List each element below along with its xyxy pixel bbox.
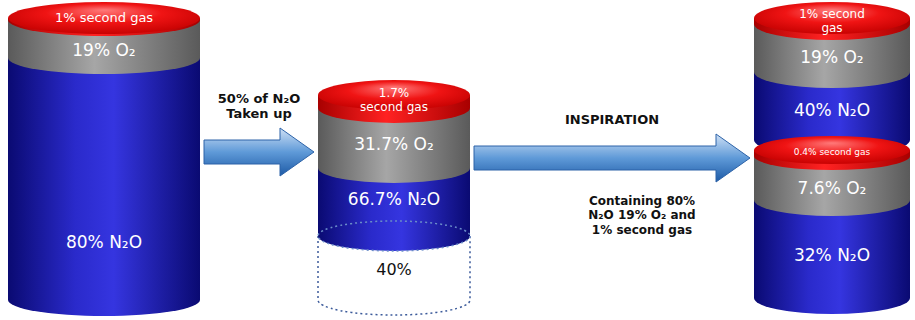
band-label: 66.7% N₂O (321, 190, 467, 210)
band-label: 0.4% second gas (757, 147, 907, 157)
gas-band: 0.4% second gas (754, 138, 910, 170)
block-arrow (474, 134, 750, 182)
band-text-group: 40% (321, 251, 467, 279)
band-text-group: 32% N₂O (757, 216, 907, 266)
gas-band: 40% (318, 251, 470, 315)
band-label: 40% (321, 261, 467, 279)
gas-band: 32% N₂O (754, 216, 910, 314)
gas-band: 66.7% N₂O (318, 183, 470, 251)
band-shape (8, 58, 200, 316)
block-arrow (204, 128, 314, 176)
gas-band: 31.7% O₂ (318, 123, 470, 183)
cylinder-band (754, 136, 910, 170)
band-text-group: 31.7% O₂ (321, 123, 467, 155)
band-label: 7.6% O₂ (757, 179, 907, 199)
cylinder-band (754, 2, 910, 40)
band-text-group: 0.4% second gas (757, 138, 907, 157)
band-shape (754, 200, 910, 314)
note-text: Containing 80% N₂O 19% O₂ and 1% second … (586, 194, 698, 237)
band-text-group: 80% N₂O (14, 74, 194, 253)
gas-band: 19% O₂ (8, 36, 200, 74)
band-text-group: 1% second gas (792, 2, 872, 36)
band-label: 80% N₂O (14, 233, 194, 253)
cylinder-band (754, 200, 910, 314)
band-text-group: 1.7% second gas (356, 80, 432, 115)
cylinder-band (318, 80, 470, 123)
gas-band: 80% N₂O (8, 74, 200, 316)
gas-band: 7.6% O₂ (754, 170, 910, 216)
band-text-group: 66.7% N₂O (321, 183, 467, 210)
cylinder-cap (754, 136, 910, 164)
gas-band: 19% O₂ (754, 40, 910, 88)
gas-band: 40% N₂O (754, 88, 910, 156)
arrow-label: INSPIRATION (560, 112, 664, 128)
band-label: 1% second gas (14, 11, 194, 26)
band-label: 19% O₂ (14, 41, 194, 61)
band-text-group: 19% O₂ (14, 36, 194, 61)
band-label: 31.7% O₂ (321, 135, 467, 155)
band-label: 1.7% second gas (356, 87, 432, 115)
band-text-group: 1% second gas (14, 2, 194, 25)
band-label: 32% N₂O (757, 246, 907, 266)
band-text-group: 7.6% O₂ (757, 170, 907, 199)
cylinder-band (8, 58, 200, 316)
arrow-label: 50% of N₂O Taken up (207, 91, 311, 122)
band-label: 19% O₂ (757, 48, 907, 68)
gas-band: 1% second gas (754, 2, 910, 40)
band-label: 1% second gas (792, 8, 872, 36)
gas-band: 1% second gas (8, 2, 200, 36)
band-label: 40% N₂O (757, 101, 907, 121)
gas-band: 1.7% second gas (318, 80, 470, 123)
cylinder-band (8, 2, 200, 36)
band-text-group: 40% N₂O (757, 88, 907, 121)
dashed-rim (318, 221, 470, 251)
band-text-group: 19% O₂ (757, 40, 907, 68)
cylinder-cap (8, 2, 200, 34)
